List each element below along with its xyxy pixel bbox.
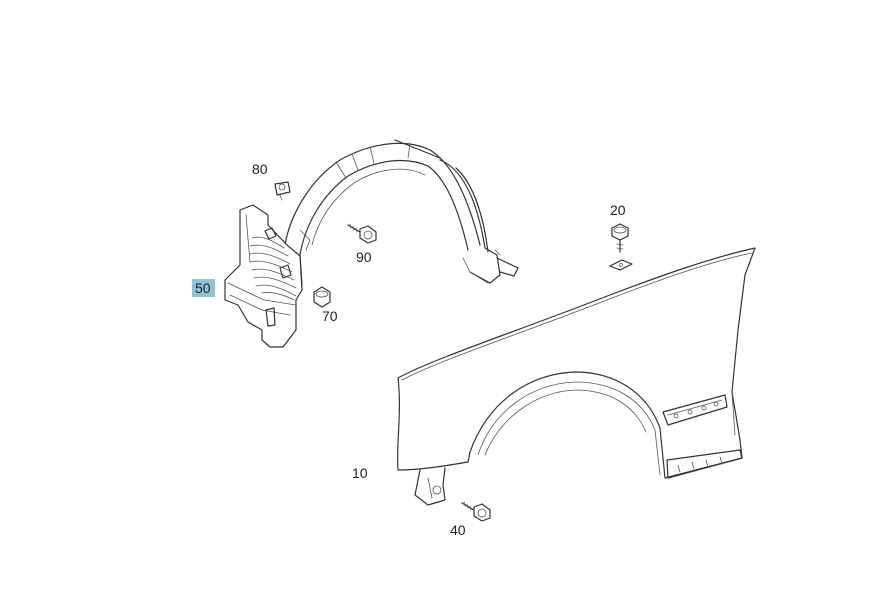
screw-90[interactable] [347,223,377,244]
callout-40-label[interactable]: 40 [450,522,466,538]
callout-50-label: 50 [195,280,211,296]
nut-70[interactable] [313,286,331,308]
front-fender[interactable] [397,247,756,506]
wheel-arch-liner[interactable] [282,139,519,291]
callout-50-highlight [192,279,215,297]
screw-40[interactable] [461,501,491,522]
clip-nut-80[interactable] [274,181,291,201]
callout-70-label[interactable]: 70 [322,308,338,324]
callout-50[interactable]: 50 [192,279,215,297]
bolt-20[interactable] [609,223,633,271]
callout-90-label[interactable]: 90 [356,249,372,265]
callout-10-label[interactable]: 10 [352,465,368,481]
liner-front-panel[interactable] [224,204,303,348]
callout-80-label[interactable]: 80 [252,161,268,177]
callout-20-label[interactable]: 20 [610,202,626,218]
